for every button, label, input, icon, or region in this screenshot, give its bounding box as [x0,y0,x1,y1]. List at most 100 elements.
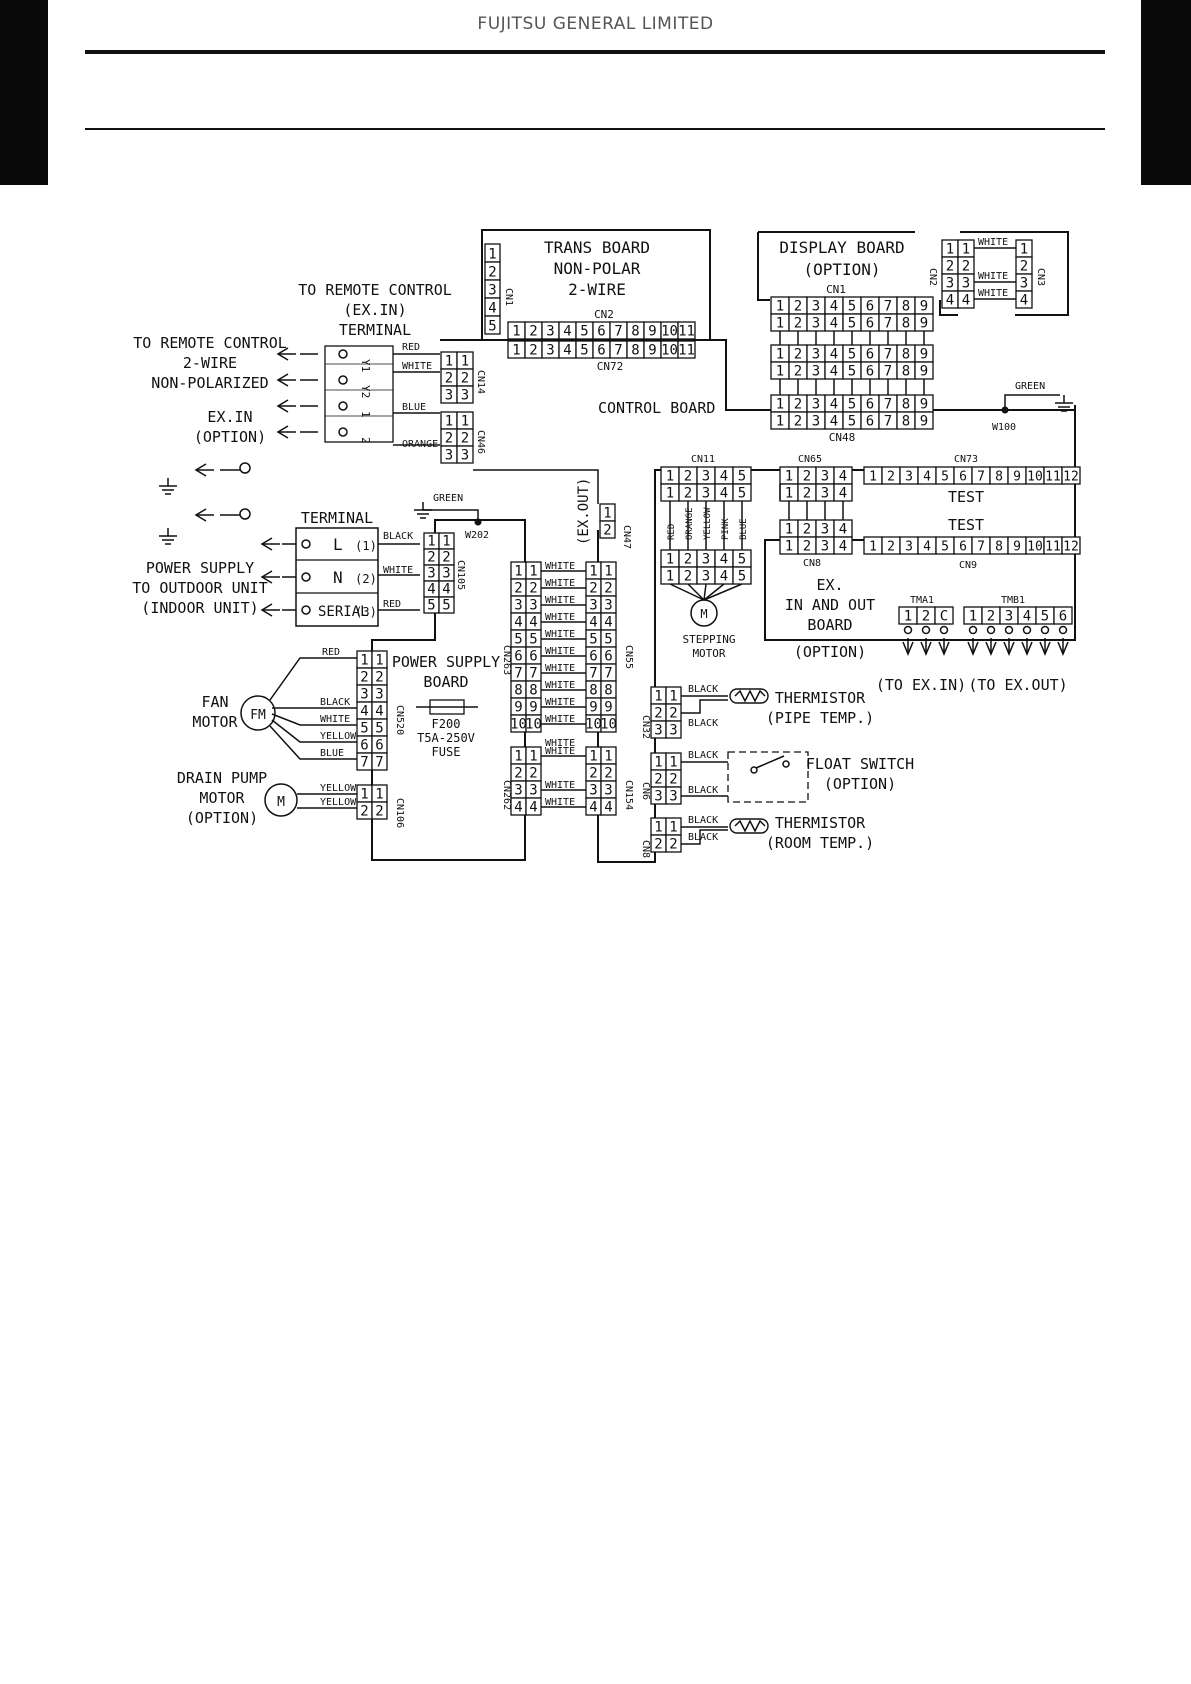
cn2-strip-pin [677,321,696,340]
cn520-strip-a-pin-number: 3 [360,687,368,703]
cn1-strip-pin [484,315,501,335]
cn14-strip-a-pin-number: 2 [445,371,453,387]
cn11-strip-a-pin-number: 4 [720,469,728,485]
cn46-strip-a-pin-number: 3 [445,448,453,464]
tma1-label: TMA1 [910,595,934,606]
wire-label-white: WHITE [545,612,575,623]
wire-stepping [703,583,707,601]
wire-label-black: BLACK [688,750,718,761]
cn6-strip-a: 123 [650,752,667,805]
ribbon-strip-mid-pin-number: 4 [830,364,838,380]
cn46-strip-a-pin-number: 2 [445,431,453,447]
display-board-title: DISPLAY BOARD [779,238,904,257]
stepping-connector-strip-a-pin-number: 4 [720,552,728,568]
cn73-strip-pin-number: 5 [941,470,949,485]
power-supply-board-title: POWER SUPPLY [392,653,500,671]
display-cn3-pin-number: 4 [1020,293,1028,309]
cn48-strip-top-pin-number: 4 [830,397,838,413]
wire-label-red: RED [322,647,340,658]
stepping-connector-strip-b-pin-number: 1 [666,569,674,585]
cn154-strip-b-pin-number: 4 [604,800,612,816]
cn263-strip-b-pin-number: 5 [529,632,537,648]
cn55-strip-a-pin-number: 6 [589,649,597,665]
cn263-strip-b-pin-number: 6 [529,649,537,665]
cn106-strip-b-pin-number: 1 [375,787,383,803]
cn72-label: CN72 [597,360,624,373]
terminal-screw [338,427,348,437]
cn263-strip-a-pin-number: 1 [514,564,522,580]
cn520-strip-a-pin-number: 1 [360,653,368,669]
cn154-strip-a-pin-number: 2 [589,766,597,782]
cn11-strip-b-pin-number: 5 [738,486,746,502]
exout-label: (EX.OUT) [576,478,592,545]
cn11-strip-a-pin-number: 2 [684,469,692,485]
display-cn1-strip-bottom-pin-number: 5 [848,316,856,332]
wire-label-white: WHITE [545,797,575,808]
wire-label-green: GREEN [1015,381,1045,392]
display-cn1-strip-top-pin-number: 7 [884,299,892,315]
cn48-strip-top-pin-number: 1 [776,397,784,413]
cn520-strip-b-pin-number: 2 [375,670,383,686]
stepping-motor-m: M [700,607,707,621]
cn48-strip-top-pin-number: 7 [884,397,892,413]
wire-label-black: BLACK [383,531,413,542]
stepping-connector-strip-b-pin-number: 4 [720,569,728,585]
thermistor-pipe-symbol [729,688,769,704]
cn263-strip-a-pin-number: 4 [514,615,522,631]
cn48-strip-top-pin-number: 6 [866,397,874,413]
power-supply-label: TO OUTDOOR UNIT [132,579,267,597]
cn263-strip-b-pin-number: 4 [529,615,537,631]
remote-2wire-label: NON-POLARIZED [151,374,268,392]
ribbon-strip-mid-pin-number: 7 [884,364,892,380]
cn48-strip-top-pin-number: 5 [848,397,856,413]
to-exout-label: (TO EX.OUT) [968,676,1067,694]
cn8-strip-b-pin-number: 3 [821,539,829,555]
float-switch-lever [755,755,785,769]
display-cn2-b-pin-number: 3 [962,276,970,292]
page-edge-tab-left [0,0,48,185]
screw [986,625,996,635]
cn73-strip-pin-number: 12 [1063,470,1079,485]
cn48-strip-bottom-pin-number: 3 [812,414,820,430]
cn46-strip-b-pin-number: 2 [461,431,469,447]
cn46-strip-b: 123 [456,411,474,464]
cn9-strip-pin-number: 5 [941,540,949,555]
screw [1004,625,1014,635]
cn1-strip-pin-number: 3 [488,283,496,299]
cn48-strip-bottom-pin-number: 1 [776,414,784,430]
cn46-strip-b-pin-number: 3 [461,448,469,464]
terminal-screw [338,375,348,385]
cn46-strip-b-pin-number: 1 [461,414,469,430]
wire-label-blue: BLUE [402,402,426,413]
tma1-strip-pin [934,606,954,625]
ribbon-strip-mid-pin-number: 3 [812,364,820,380]
cn48-strip-bottom-pin-number: 5 [848,414,856,430]
cn32-strip-a-pin-number: 3 [654,723,662,739]
power-supply-board-title: BOARD [423,673,468,691]
cn48-label: CN48 [829,431,856,444]
cn262-strip-a-pin-number: 2 [514,766,522,782]
cn105-strip-b-pin-number: 3 [442,566,450,582]
fan-motor-label: FAN [201,693,228,711]
cn9-strip-pin-number: 12 [1063,540,1079,555]
cn73-strip-pin-number: 11 [1045,470,1061,485]
wire-white [271,713,357,726]
cn2-strip-pin-number: 4 [563,324,571,340]
tmb1-label: TMB1 [1001,595,1025,606]
wire-stepping [687,583,705,601]
cn8b-strip-a-pin-number: 2 [654,837,662,853]
cn55-strip-b-pin [600,714,617,733]
cn47-strip-a-pin [599,520,616,539]
tmb1-strip-pin-number: 5 [1041,609,1049,625]
cn263-strip-b-pin-number: 1 [529,564,537,580]
